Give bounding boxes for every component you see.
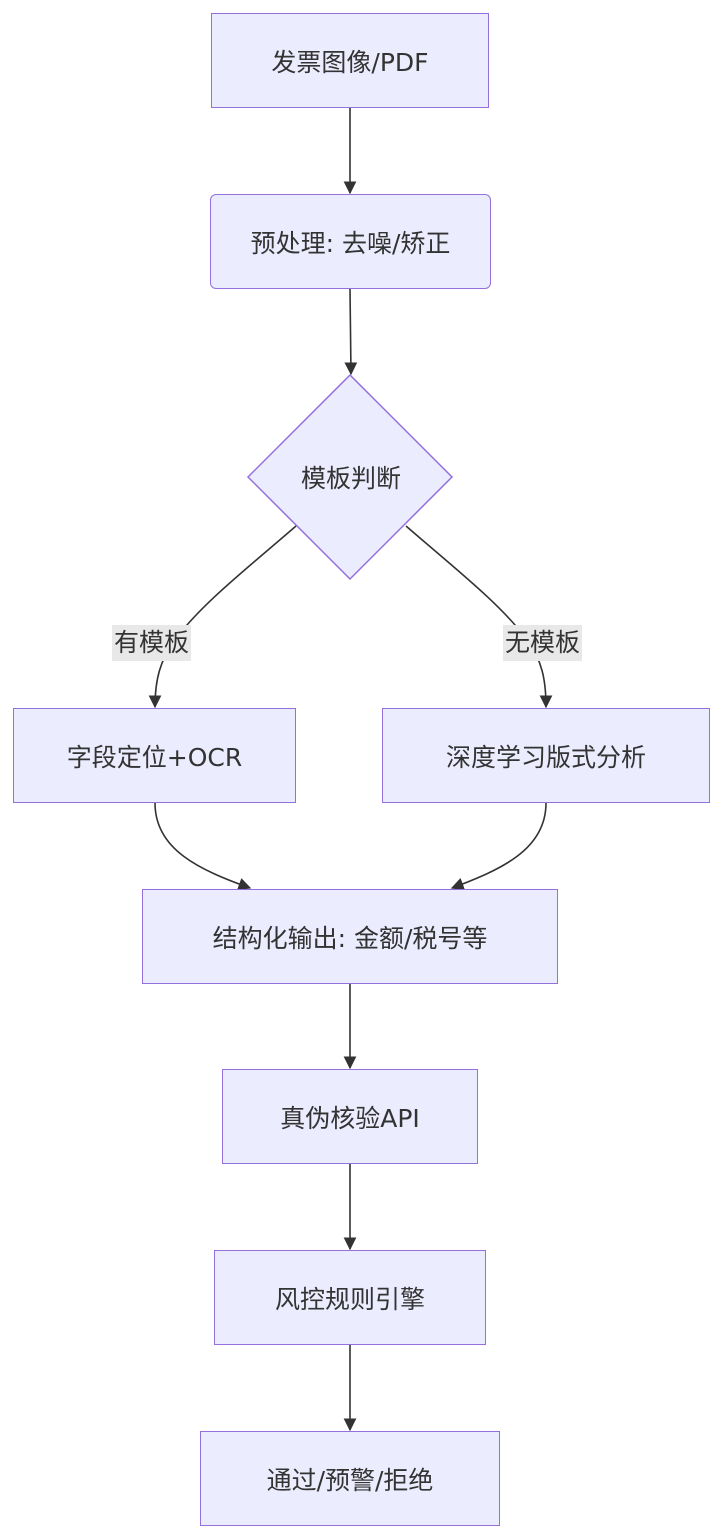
edge-field-ocr-output — [154, 802, 252, 891]
node-input: 发票图像/PDF — [211, 13, 489, 108]
node-risk-engine: 风控规则引擎 — [214, 1250, 486, 1345]
node-structured-output: 结构化输出: 金额/税号等 — [142, 889, 558, 984]
node-field-ocr: 字段定位+OCR — [13, 708, 296, 803]
node-layout-analysis: 深度学习版式分析 — [382, 708, 710, 803]
edge-label-has-template: 有模板 — [112, 625, 192, 661]
node-result: 通过/预警/拒绝 — [200, 1431, 500, 1526]
edge-decision-field-ocr — [148, 525, 297, 709]
edge-decision-layout — [405, 525, 553, 709]
edge-layout-output — [450, 802, 547, 890]
node-verify-api: 真伪核验API — [222, 1069, 478, 1164]
node-template-decision: 模板判断 — [300, 464, 401, 493]
node-preprocess: 预处理: 去噪/矫正 — [210, 194, 491, 289]
edge-preprocess-decision — [344, 288, 358, 376]
edge-label-no-template: 无模板 — [503, 625, 583, 661]
decision-diamond — [246, 373, 454, 581]
